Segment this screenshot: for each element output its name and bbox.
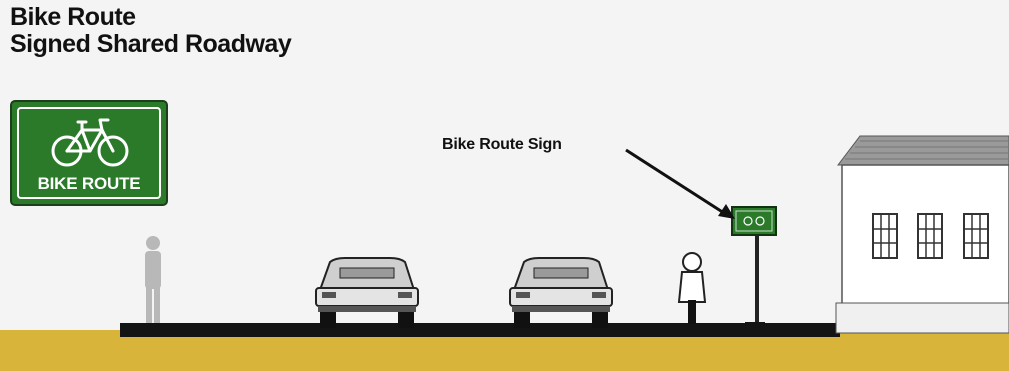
bike-route-sign-small	[732, 207, 776, 324]
cyclist-figure	[679, 253, 705, 324]
bicycle-icon	[50, 112, 130, 170]
building	[836, 136, 1009, 333]
sign-post-base	[745, 322, 765, 328]
callout-arrow	[626, 150, 735, 219]
title-line-1: Bike Route	[10, 4, 291, 31]
title-line-2: Signed Shared Roadway	[10, 31, 291, 58]
sidewalk-curb-left	[120, 323, 195, 329]
bike-route-sign-large: BIKE ROUTE	[10, 100, 168, 206]
diagram-title: Bike Route Signed Shared Roadway	[10, 4, 291, 58]
callout-label: Bike Route Sign	[442, 136, 562, 154]
car-center	[510, 258, 612, 328]
pedestrian-figure	[145, 236, 161, 323]
road-surface	[120, 323, 840, 337]
sign-label: BIKE ROUTE	[12, 174, 166, 194]
car-left	[316, 258, 418, 328]
